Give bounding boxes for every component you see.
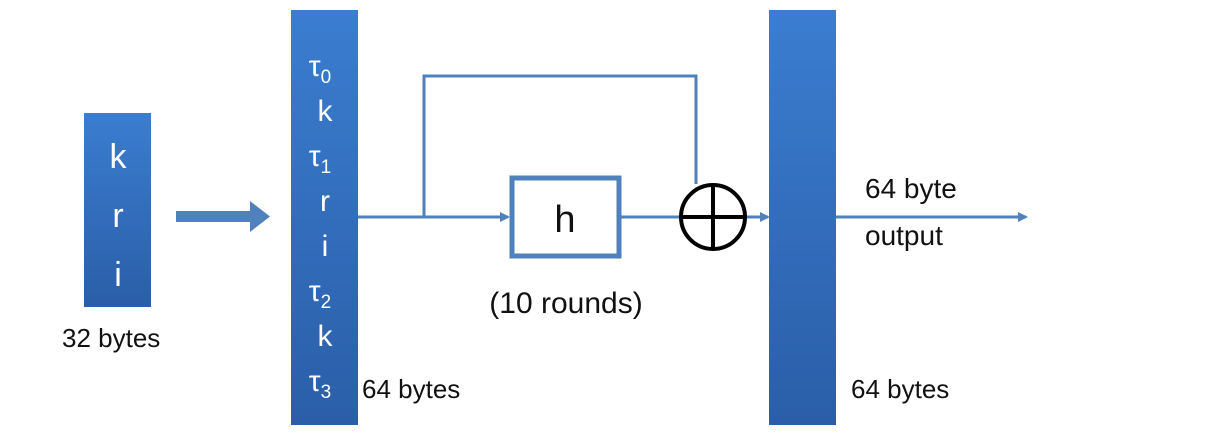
flow-lines <box>358 74 1028 222</box>
hash-label: h <box>554 199 575 241</box>
output-size-label: 64 bytes <box>851 374 949 404</box>
expanded-row-subscript-0: 0 <box>321 67 332 88</box>
input-bar <box>84 113 151 307</box>
input-symbol-r: r <box>112 197 123 235</box>
expanded-row-7: τ3 <box>309 365 331 403</box>
expanded-size-label: 64 bytes <box>362 374 460 404</box>
expanded-row-1: k <box>318 95 334 128</box>
feed-forward-line <box>422 74 698 217</box>
expanded-row-0: τ0 <box>309 50 331 88</box>
input-symbol-k: k <box>110 138 128 176</box>
output-label-line1: 64 byte <box>865 173 957 204</box>
output-bar <box>769 10 836 425</box>
expanded-row-6: k <box>318 320 334 353</box>
expanded-block: τ0 k τ1 ri τ2 k τ3 <box>291 10 358 425</box>
expanded-bar <box>291 10 358 425</box>
expanded-row-2: τ1 <box>309 140 331 178</box>
expanded-row-4: i <box>322 230 329 263</box>
hash-box <box>509 175 622 259</box>
rounds-label: (10 rounds) <box>489 287 642 320</box>
input-block: k r i <box>84 113 151 307</box>
expanded-row-5: τ2 <box>309 275 331 313</box>
expanded-row-subscript-2: 1 <box>321 157 332 178</box>
expanded-row-subscript-7: 3 <box>321 382 332 403</box>
expanded-row-3: r <box>320 185 330 218</box>
output-label-line2: output <box>865 220 943 251</box>
input-symbol-i: i <box>114 256 122 294</box>
xor-icon <box>679 183 747 251</box>
expansion-arrow <box>176 201 270 232</box>
expanded-rows: τ0 k τ1 ri τ2 k τ3 <box>309 50 334 403</box>
expanded-row-subscript-5: 2 <box>321 292 332 313</box>
input-size-label: 32 bytes <box>62 323 160 353</box>
